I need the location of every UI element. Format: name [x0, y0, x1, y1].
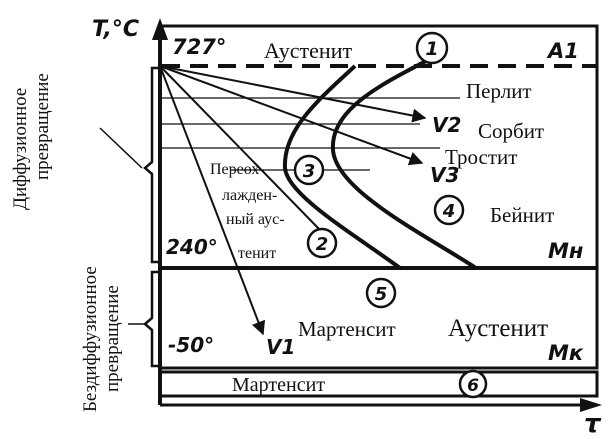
- phase-martensite-bottom: Мартенсит: [232, 374, 325, 396]
- region-4-marker: 4: [433, 194, 465, 226]
- supercooled-line1: Переох-: [210, 161, 265, 178]
- region-1-marker: 1: [415, 31, 449, 65]
- svg-text:3: 3: [303, 161, 316, 182]
- phase-pearlite: Перлит: [466, 79, 532, 103]
- supercooled-line2: лажден-: [222, 187, 277, 204]
- supercooled-line3: ный аус-: [226, 211, 285, 228]
- svg-text:6: 6: [467, 376, 479, 396]
- cooling-v1: [159, 65, 266, 336]
- svg-text:4: 4: [442, 201, 456, 222]
- svg-text:5: 5: [375, 284, 388, 305]
- y-axis-label: T,°C: [92, 17, 139, 42]
- upper-box: [158, 24, 599, 370]
- supercooled-line4: тенит: [238, 245, 276, 262]
- phase-troostite: Тростит: [445, 145, 517, 169]
- phase-bainite: Бейнит: [490, 203, 554, 227]
- x-axis-arrow-icon: [580, 398, 602, 412]
- rate-v3-label: V3: [430, 163, 459, 187]
- finish-c-curve: [330, 58, 478, 270]
- rate-v1-label: V1: [266, 335, 295, 359]
- cooling-v0: [159, 65, 321, 231]
- phase-sorbite: Сорбит: [478, 119, 544, 143]
- a1-label: A1: [546, 39, 579, 63]
- diffusion-bracket: [143, 66, 160, 264]
- phase-martensite-mid: Мартенсит: [298, 317, 396, 341]
- diffusionless-label-line2: превращение: [102, 285, 123, 392]
- x-axis-label: τ: [584, 409, 602, 439]
- phase-austenite-top: Аустенит: [264, 38, 352, 63]
- mk-label: Mк: [548, 341, 584, 365]
- rate-v2-label: V2: [432, 113, 461, 137]
- region-6-marker: 6: [458, 369, 488, 399]
- diffusion-label-line2: превращение: [32, 73, 53, 180]
- temp-mk-label: -50°: [168, 333, 214, 357]
- svg-text:2: 2: [316, 234, 329, 255]
- region-3-marker: 3: [293, 154, 325, 186]
- svg-text:1: 1: [425, 38, 438, 60]
- region-2-marker: 2: [306, 227, 338, 259]
- temp-a1-label: 727°: [172, 35, 226, 59]
- diffusionless-bracket: [143, 270, 160, 368]
- diffusion-pointer: [99, 127, 143, 169]
- cooling-v3: [159, 65, 424, 166]
- temp-mn-label: 240°: [166, 235, 218, 259]
- mn-label: Mн: [548, 239, 583, 263]
- region-5-marker: 5: [365, 277, 397, 309]
- bottom-strip: [158, 370, 599, 398]
- cooling-v2: [159, 65, 427, 123]
- diffusion-label-line1: Диффузионное: [10, 88, 31, 210]
- diffusionless-label-line1: Бездиффузионное: [80, 266, 101, 412]
- phase-austenite-mid: Аустенит: [448, 315, 548, 342]
